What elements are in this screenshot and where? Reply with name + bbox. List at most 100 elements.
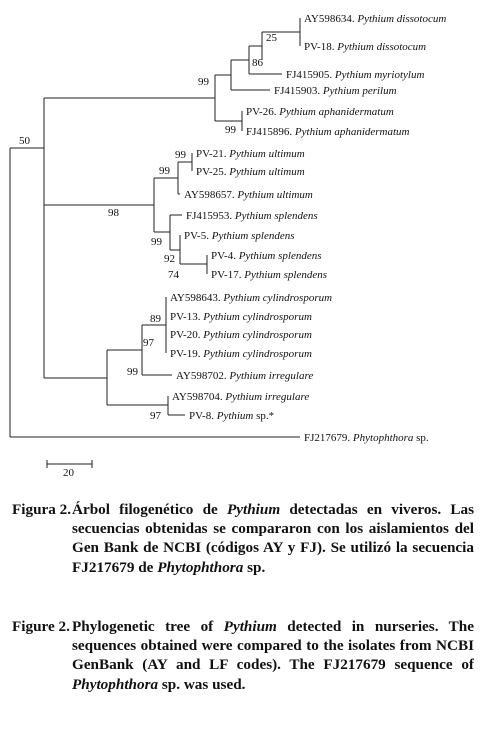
tip-code: AY598657. [184,189,237,201]
tip-species: Pythium aphanidermatum [294,126,410,138]
tip-label-fj415896: FJ415896. Pythium aphanidermatum [246,126,410,138]
caption-text-part: Phylogenetic tree of [72,618,224,635]
tip-label-pv25: PV-25. Pythium ultimum [196,166,305,178]
tip-species: Pythium ultimum [228,148,305,160]
caption-english: Figure 2. Phylogenetic tree of Pythium d… [12,617,474,694]
tip-species: Pythium perilum [322,85,397,97]
tip-code: PV-25. [196,166,229,178]
tip-code: PV-5. [184,230,212,242]
tip-code: PV-8. [189,410,217,422]
tip-code: PV-21. [196,148,229,160]
tip-code: PV-26. [246,106,279,118]
tip-label-pv19: PV-19. Pythium cylindrosporum [170,348,312,360]
tip-species: Pythium ultimum [228,166,305,178]
tip-label-fj415953: FJ415953. Pythium splendens [186,210,318,222]
caption-spanish-text: Árbol filogenético de Pythium detectadas… [72,500,474,577]
caption-text-part: detected in nurseries. The sequences obt… [72,618,474,674]
bootstrap-value-clade3: 99 [127,366,139,378]
tip-species: Pythium irregulare [224,391,309,403]
tip-label-ay598704: AY598704. Pythium irregulare [172,391,309,403]
bootstrap-value-ultimum_splendens: 98 [108,207,120,219]
tip-label-ay598634: AY598634. Pythium dissotocum [304,13,446,25]
bootstrap-value-perilum: 99 [198,76,210,88]
tip-code: AY598634. [304,13,357,25]
tip-species: Pythium cylindrosporum [222,292,332,304]
tip-label-ay598643: AY598643. Pythium cylindrosporum [170,292,332,304]
bootstrap-value-cylindrosporum: 89 [150,313,162,325]
tip-species: Pythium splendens [211,230,295,242]
tip-species: Pythium cylindrosporum [202,329,312,341]
caption-english-label: Figure 2. [12,618,70,635]
caption-italic-genus: Pythium [223,618,277,635]
tip-species: Pythium myriotylum [334,69,425,81]
caption-italic-genus: Phytophthora [157,558,244,576]
tip-label-pv17: PV-17. Pythium splendens [211,269,327,281]
tip-species: Pythium [216,410,254,422]
bootstrap-value-splendens: 99 [151,236,163,248]
tip-suffix: sp.* [253,410,274,422]
caption-spanish-label: Figura 2. [12,501,72,518]
tip-species: Pythium dissotocum [356,13,446,25]
bootstrap-value-irregulare_pv8: 97 [150,410,162,422]
bootstrap-value-irregulare_702: 97 [143,337,155,349]
tip-label-ay598702: AY598702. Pythium irregulare [176,370,313,382]
tip-species: Pythium dissotocum [336,41,426,53]
bootstrap-value-ultimum: 99 [159,165,171,177]
tip-label-pv18: PV-18. Pythium dissotocum [304,41,426,53]
tip-code: AY598643. [170,292,223,304]
tip-label-ay598657: AY598657. Pythium ultimum [184,189,313,201]
tip-label-pv20: PV-20. Pythium cylindrosporum [170,329,312,341]
tip-code: PV-20. [170,329,203,341]
tip-species: Pythium cylindrosporum [202,311,312,323]
scale-bar-line [46,460,93,468]
scale-bar: 20 [46,460,93,479]
caption-english-text: Phylogenetic tree of Pythium detected in… [72,617,474,694]
tip-species: Pythium splendens [243,269,327,281]
tip-species: Pythium splendens [234,210,318,222]
tip-label-pv5: PV-5. Pythium splendens [184,230,295,242]
tip-species: Pythium splendens [238,250,322,262]
tip-code: PV-18. [304,41,337,53]
caption-text-part: sp. [243,558,266,576]
bootstrap-value-splendens_pv: 92 [164,253,175,265]
tree-branches [9,18,301,438]
tip-species: Phytophthora [352,432,414,444]
caption-text-part: sp. was used. [158,675,246,693]
bootstrap-value-ultimum_pv: 99 [175,149,187,161]
bootstrap-value-myriotylum: 86 [252,57,264,69]
tip-species: Pythium cylindrosporum [202,348,312,360]
caption-text-part: Árbol filogenético de [72,501,227,518]
tip-label-pv21: PV-21. Pythium ultimum [196,148,305,160]
tip-code: PV-13. [170,311,203,323]
tip-species: Pythium irregulare [228,370,313,382]
tip-label-fj415903: FJ415903. Pythium perilum [274,85,397,97]
tip-label-fj217679: FJ217679. Phytophthora sp. [304,432,429,444]
bootstrap-value-splendens_pv17: 74 [168,269,180,281]
tip-code: FJ415896. [246,126,295,138]
tip-code: PV-4. [211,250,239,262]
caption-italic-genus: Pythium [226,501,281,518]
tip-label-fj415905: FJ415905. Pythium myriotylum [286,69,424,81]
tip-code: FJ217679. [304,432,353,444]
tip-species: Pythium aphanidermatum [278,106,394,118]
tip-code: FJ415905. [286,69,335,81]
caption-italic-genus: Phytophthora [72,675,159,693]
caption-text-part: detectadas en viveros. Las secuencias ob… [72,501,474,576]
tip-code: FJ415953. [186,210,235,222]
bootstrap-value-root: 50 [19,135,31,147]
tip-label-pv4: PV-4. Pythium splendens [211,250,322,262]
tip-label-pv26: PV-26. Pythium aphanidermatum [246,106,394,118]
scale-bar-label: 20 [63,467,75,479]
tip-code: AY598704. [172,391,225,403]
tip-species: Pythium ultimum [236,189,313,201]
tip-label-pv8: PV-8. Pythium sp.* [189,410,274,422]
tip-label-pv13: PV-13. Pythium cylindrosporum [170,311,312,323]
tip-code: FJ415903. [274,85,323,97]
caption-spanish: Figura 2. Árbol filogenético de Pythium … [12,500,474,577]
tip-suffix: sp. [413,432,429,444]
tip-code: PV-19. [170,348,203,360]
tip-code: PV-17. [211,269,244,281]
